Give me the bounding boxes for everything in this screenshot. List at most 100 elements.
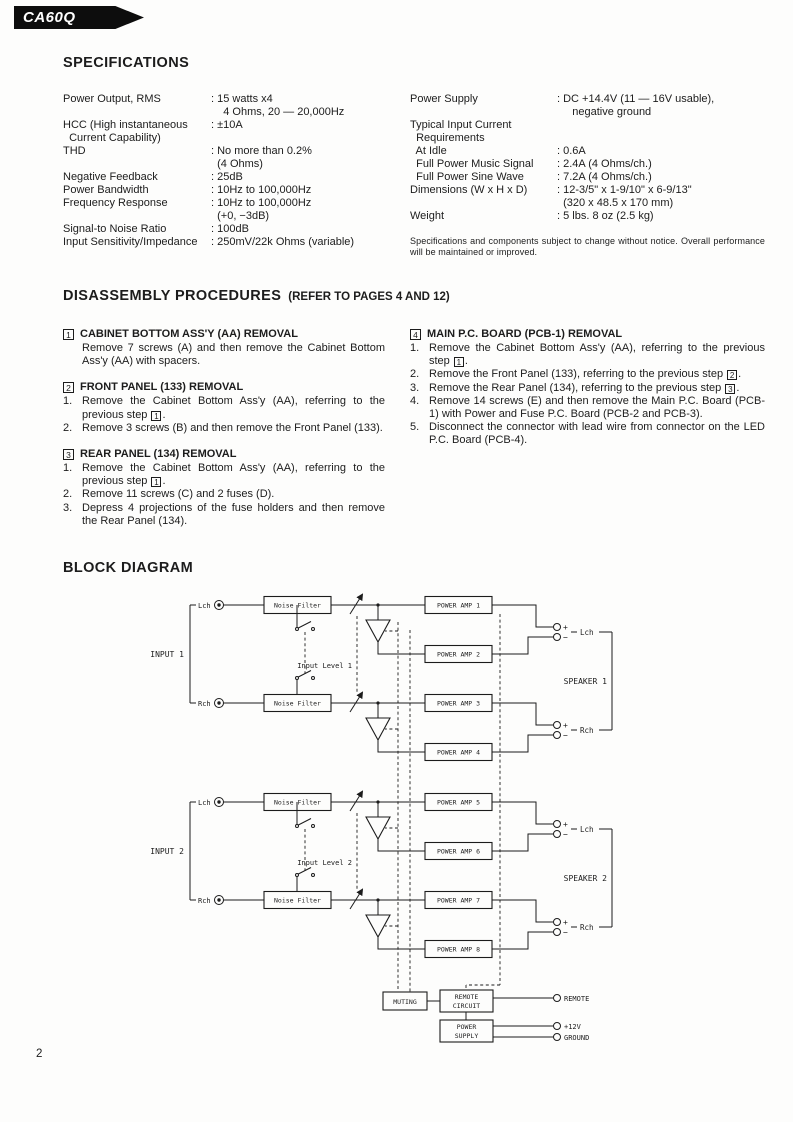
procedure-section-2: 2 FRONT PANEL (133) REMOVAL 1. Remove th…: [63, 381, 385, 435]
minus-sign: −: [563, 731, 568, 740]
plus-sign: +: [563, 918, 568, 927]
noise-filter-label: Noise Filter: [274, 799, 321, 807]
spec-row: THD : No more than 0.2% (4 Ohms): [63, 145, 410, 171]
noise-filter-label: Noise Filter: [274, 700, 321, 708]
spec-label: Power Output, RMS: [63, 93, 161, 105]
channel-input2-rch: Rch Noise Filter POWER AMP 7 POWER AMP 8…: [190, 888, 612, 959]
specifications-section: SPECIFICATIONS Power Output, RMS : 15 wa…: [63, 55, 765, 257]
power-supply-block: POWER SUPPLY +12V GROUND: [439, 1019, 589, 1043]
input1-bracket: INPUT 1: [150, 605, 191, 703]
step-text: Remove 7 screws (A) and then remove the …: [82, 342, 385, 368]
step-text: Remove the Cabinet Bottom Ass'y (AA), re…: [82, 462, 385, 488]
speaker-terminal-icon: [553, 731, 561, 739]
remote-circuit-label-line1: REMOTE: [455, 993, 479, 1001]
spec-label: THD: [63, 145, 86, 157]
procedure-step: 4. Remove 14 screws (E) and then remove …: [410, 395, 765, 421]
block-diagram-title: BLOCK DIAGRAM: [63, 560, 194, 576]
step-text: Remove the Cabinet Bottom Ass'y (AA), re…: [82, 395, 385, 421]
procedure-section-1: 1 CABINET BOTTOM ASS'Y (AA) REMOVAL Remo…: [63, 328, 385, 368]
step-number: 2.: [63, 488, 73, 501]
noise-filter-label: Noise Filter: [274, 897, 321, 905]
section-title: MAIN P.C. BOARD (PCB-1) REMOVAL: [427, 328, 623, 340]
step-number: 5.: [410, 421, 420, 434]
ground-terminal-label: GROUND: [564, 1034, 589, 1042]
step-text: Remove 3 screws (B) and then remove the …: [82, 421, 383, 434]
spec-label: Signal-to Noise Ratio: [63, 223, 167, 235]
spec-row: Signal-to Noise Ratio : 100dB: [63, 223, 410, 236]
power-amp-4-label: POWER AMP 4: [437, 749, 480, 757]
power-amp-5-label: POWER AMP 5: [437, 799, 480, 807]
channel-input2-lch: Lch Noise Filter POWER AMP 5 POWER AMP 6…: [190, 790, 612, 861]
power-amp-2-label: POWER AMP 2: [437, 651, 480, 659]
step-number: [63, 342, 82, 368]
spec-value: : 12-3/5" x 1-9/10" x 6-9/13" (320 x 48.…: [557, 184, 692, 209]
switch-icon: [295, 824, 299, 828]
model-name: CA60Q: [23, 9, 76, 26]
spec-row: Power Bandwidth : 10Hz to 100,000Hz: [63, 184, 410, 197]
step-text: Remove the Rear Panel (134), referring t…: [429, 381, 740, 394]
channel-input1-lch: Lch Noise Filter POWER AMP 1 POWER AMP 2…: [190, 593, 612, 664]
speaker2-lch-label: Lch: [580, 825, 594, 834]
step-number: 1.: [63, 395, 73, 408]
switch-icon: [295, 873, 299, 877]
speaker-terminal-icon: [553, 721, 561, 729]
model-badge: CA60Q: [14, 6, 144, 29]
spec-value: : 25dB: [211, 171, 243, 183]
inverter-amp-icon: [365, 619, 391, 644]
inverter-amp-icon: [365, 914, 391, 939]
spec-value: : 0.6A: [557, 145, 586, 157]
procedure-step: 1. Remove the Cabinet Bottom Ass'y (AA),…: [410, 342, 765, 368]
procedure-step: 1. Remove the Cabinet Bottom Ass'y (AA),…: [63, 395, 385, 421]
step-text: Remove 14 screws (E) and then remove the…: [429, 394, 765, 421]
spec-value: : ±10A: [211, 119, 243, 131]
spec-label: Full Power Sine Wave: [410, 171, 524, 183]
step-number: 1.: [63, 462, 73, 475]
spec-value: : DC +14.4V (11 — 16V usable), negative …: [557, 93, 715, 118]
procedure-step: 5. Disconnect the connector with lead wi…: [410, 421, 765, 447]
speaker1-lch-label: Lch: [580, 628, 594, 637]
level-control-icon: [349, 790, 364, 812]
spec-label: At Idle: [410, 145, 447, 157]
speaker2-rch-label: Rch: [580, 923, 594, 932]
level-control-icon: [349, 593, 364, 615]
section-title: FRONT PANEL (133) REMOVAL: [80, 381, 244, 394]
spec-value: : 15 watts x4 4 Ohms, 20 — 20,000Hz: [211, 93, 345, 118]
step-text: Remove the Cabinet Bottom Ass'y (AA), re…: [429, 342, 765, 368]
speaker-terminal-icon: [553, 918, 561, 926]
spec-value: : 10Hz to 100,000Hz (+0, −3dB): [211, 197, 312, 222]
spec-value: : 250mV/22k Ohms (variable): [211, 236, 355, 248]
step-number: 1.: [410, 342, 420, 354]
spec-label: Frequency Response: [63, 197, 168, 209]
step-number: 3.: [63, 501, 73, 514]
power-amp-3-label: POWER AMP 3: [437, 700, 480, 708]
remote-circuit-label-line2: CIRCUIT: [453, 1002, 480, 1010]
specifications-title: SPECIFICATIONS: [63, 55, 190, 71]
power-supply-box: [439, 1019, 494, 1043]
control-lines: [385, 614, 501, 992]
spec-row: Frequency Response : 10Hz to 100,000Hz (…: [63, 197, 410, 223]
input1-switch-gang: [295, 605, 315, 695]
plus-sign: +: [563, 623, 568, 632]
section-title: REAR PANEL (134) REMOVAL: [80, 448, 237, 461]
spec-label: Typical Input Current Requirements: [410, 119, 512, 144]
procedures-left-column: 1 CABINET BOTTOM ASS'Y (AA) REMOVAL Remo…: [63, 328, 410, 541]
section-number-box: 1: [63, 328, 74, 340]
step-text: Remove 11 screws (C) and 2 fuses (D).: [82, 488, 275, 501]
input-level-1-gang: Input Level 1: [297, 616, 358, 692]
spec-label: HCC (High instantaneous Current Capabili…: [63, 119, 188, 144]
procedure-section-4: 4 MAIN P.C. BOARD (PCB-1) REMOVAL 1. Rem…: [410, 328, 765, 448]
plus-sign: +: [563, 820, 568, 829]
speaker2-label: SPEAKER 2: [564, 874, 608, 883]
inverter-amp-icon: [365, 816, 391, 841]
disassembly-title-suffix: (REFER TO PAGES 4 AND 12): [288, 291, 450, 303]
level-control-icon: [349, 691, 364, 713]
spec-value: : 7.2A (4 Ohms/ch.): [557, 171, 652, 183]
input2-switch-gang: [295, 802, 315, 892]
block-diagram: Lch Noise Filter POWER AMP 1 POWER AMP 2…: [150, 593, 613, 1043]
inverter-amp-icon: [365, 717, 391, 742]
plus12v-terminal-label: +12V: [564, 1023, 582, 1031]
muting-label: MUTING: [393, 998, 417, 1006]
speaker1-bracket: SPEAKER 1: [564, 632, 613, 730]
speaker1-label: SPEAKER 1: [564, 677, 608, 686]
step-text: Depress 4 projections of the fuse holder…: [82, 501, 385, 527]
